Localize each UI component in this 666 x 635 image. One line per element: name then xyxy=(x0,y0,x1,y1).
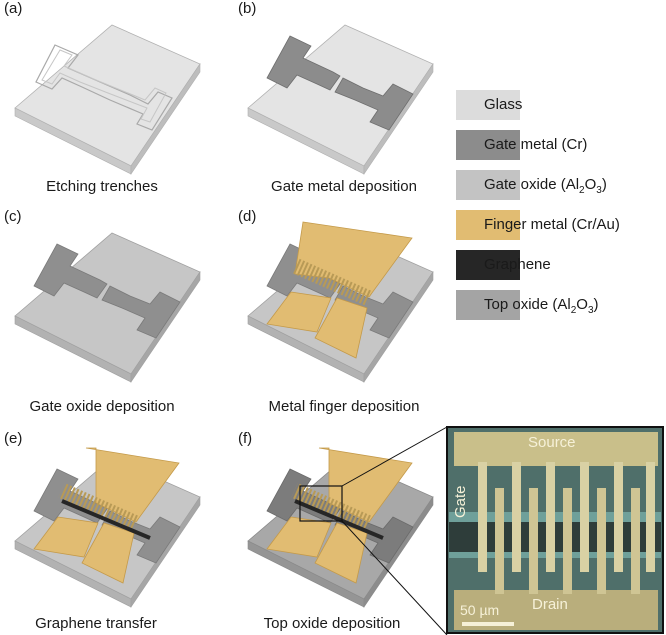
caption-a: Etching trenches xyxy=(46,178,158,195)
legend-row-top-oxide xyxy=(456,290,520,320)
legend-row-finger-metal xyxy=(456,210,520,240)
legend-label-finger-metal: Finger metal (Cr/Au) xyxy=(484,216,620,233)
panel-d-illustration xyxy=(247,221,434,383)
legend-label-gate-metal: Gate metal (Cr) xyxy=(484,136,588,153)
panel-f-illustration xyxy=(247,447,434,608)
legend-swatch-finger-metal xyxy=(456,210,520,240)
legend-label-top-oxide: Top oxide (Al2O3) xyxy=(484,296,599,316)
legend-label-gate-oxide: Gate oxide (Al2O3) xyxy=(484,176,607,196)
legend-label-graphene: Graphene xyxy=(484,256,551,273)
panel-b-illustration xyxy=(247,24,434,175)
legend-swatch-top-oxide xyxy=(456,290,520,320)
panel-e-illustration xyxy=(14,447,201,608)
panel-label-e: (e) xyxy=(4,430,23,447)
legend-row-graphene xyxy=(456,250,520,280)
panel-label-f: (f) xyxy=(238,430,253,447)
micrograph-gate-label: Gate xyxy=(452,485,469,518)
caption-f: Top oxide deposition xyxy=(263,615,401,632)
panel-label-b: (b) xyxy=(238,0,257,17)
panel-label-d: (d) xyxy=(238,208,257,225)
panel-label-c: (c) xyxy=(4,208,22,225)
legend-swatch-glass xyxy=(456,90,520,120)
legend-row-gate-oxide xyxy=(456,170,520,200)
micrograph-scale-bar-label: 50 µm xyxy=(460,602,500,618)
caption-e: Graphene transfer xyxy=(35,615,157,632)
caption-b: Gate metal deposition xyxy=(271,178,417,195)
legend-row-glass xyxy=(456,90,520,120)
zoom-connector-lines xyxy=(341,426,448,635)
micrograph-inset xyxy=(446,426,664,634)
legend-swatch-gate-metal xyxy=(456,130,520,160)
caption-d: Metal finger deposition xyxy=(268,398,420,415)
legend-row-gate-metal xyxy=(456,130,520,160)
panel-c-illustration xyxy=(14,232,201,383)
micrograph-source-label: Source xyxy=(528,434,576,451)
micrograph-drain-label: Drain xyxy=(532,596,568,613)
panel-a-illustration xyxy=(14,24,201,175)
panel-label-a: (a) xyxy=(4,0,23,17)
legend-swatch-graphene xyxy=(456,250,520,280)
legend-label-glass: Glass xyxy=(484,96,523,113)
legend-swatch-gate-oxide xyxy=(456,170,520,200)
caption-c: Gate oxide deposition xyxy=(29,398,175,415)
